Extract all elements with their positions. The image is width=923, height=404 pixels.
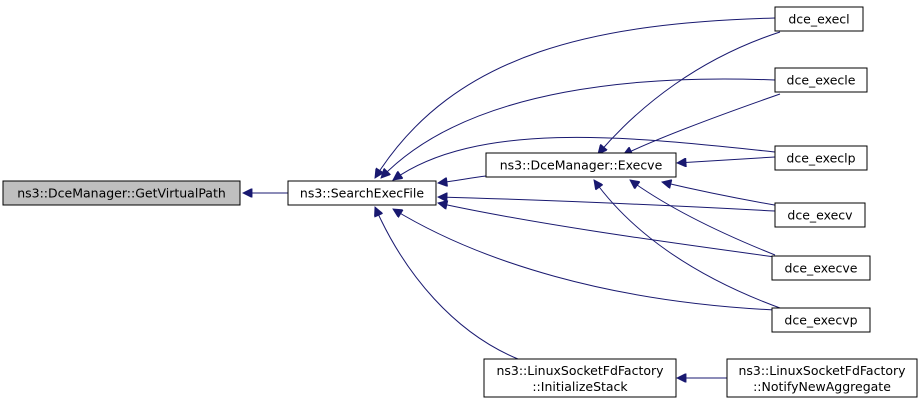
node-initialize-stack[interactable]: ns3::LinuxSocketFdFactory ::InitializeSt… bbox=[483, 358, 677, 398]
edge-dce-execvp-to-search-exec-file bbox=[393, 209, 776, 311]
edge-initialize-stack-to-search-exec-file bbox=[375, 207, 519, 360]
node-search-exec-file[interactable]: ns3::SearchExecFile bbox=[287, 180, 437, 206]
edge-dce-execvp-to-execve bbox=[594, 180, 781, 309]
node-notify-new-aggregate[interactable]: ns3::LinuxSocketFdFactory ::NotifyNewAgg… bbox=[726, 358, 918, 398]
edges-layer bbox=[243, 17, 781, 378]
node-label: dce_execle bbox=[787, 73, 856, 88]
node-box bbox=[771, 307, 871, 333]
node-label-line-1: ns3::LinuxSocketFdFactory bbox=[738, 363, 906, 378]
edge-dce-execve-to-search-exec-file bbox=[438, 203, 776, 258]
edge-dce-execv-to-search-exec-file bbox=[438, 197, 776, 212]
node-dce-execl[interactable]: dce_execl bbox=[774, 6, 864, 32]
node-box bbox=[287, 180, 437, 206]
edge-execve-to-search-exec-file bbox=[438, 175, 487, 183]
node-label: dce_execl bbox=[788, 12, 849, 27]
edge-dce-execlp-to-execve bbox=[677, 156, 776, 163]
node-box bbox=[2, 180, 241, 206]
node-box bbox=[483, 358, 677, 398]
node-label: dce_execv bbox=[787, 208, 853, 223]
node-get-virtual-path[interactable]: ns3::DceManager::GetVirtualPath bbox=[2, 180, 241, 206]
node-label-line-2: ::InitializeStack bbox=[532, 379, 628, 394]
node-dce-execlp[interactable]: dce_execlp bbox=[774, 145, 868, 171]
node-box bbox=[774, 145, 868, 171]
node-label: dce_execlp bbox=[786, 151, 855, 166]
edge-dce-execle-to-execve bbox=[623, 93, 781, 155]
edge-dce-execle-to-search-exec-file bbox=[381, 78, 776, 178]
node-label: ns3::DceManager::Execve bbox=[500, 158, 663, 173]
node-box bbox=[726, 358, 918, 398]
node-box bbox=[485, 152, 677, 178]
node-execve[interactable]: ns3::DceManager::Execve bbox=[485, 152, 677, 178]
edge-dce-execl-to-execve bbox=[598, 31, 781, 154]
node-label: dce_execvp bbox=[784, 313, 857, 328]
node-label: dce_execve bbox=[785, 261, 858, 276]
nodes-layer: ns3::DceManager::GetVirtualPath ns3::Sea… bbox=[2, 6, 918, 398]
node-dce-execvp[interactable]: dce_execvp bbox=[771, 307, 871, 333]
node-label: ns3::DceManager::GetVirtualPath bbox=[17, 186, 226, 201]
edge-dce-execv-to-execve bbox=[662, 182, 781, 207]
edge-dce-execve-to-execve bbox=[630, 180, 776, 256]
node-dce-execle[interactable]: dce_execle bbox=[774, 67, 868, 93]
node-label-line-1: ns3::LinuxSocketFdFactory bbox=[496, 363, 664, 378]
node-dce-execve[interactable]: dce_execve bbox=[771, 255, 871, 281]
node-box bbox=[774, 67, 868, 93]
node-label: ns3::SearchExecFile bbox=[300, 186, 424, 201]
edge-dce-execl-to-search-exec-file bbox=[375, 17, 776, 178]
node-box bbox=[774, 6, 864, 32]
node-box bbox=[774, 202, 866, 228]
node-label-line-2: ::NotifyNewAggregate bbox=[753, 379, 891, 394]
node-box bbox=[771, 255, 871, 281]
edge-dce-execlp-to-search-exec-file bbox=[393, 136, 776, 180]
node-dce-execv[interactable]: dce_execv bbox=[774, 202, 866, 228]
